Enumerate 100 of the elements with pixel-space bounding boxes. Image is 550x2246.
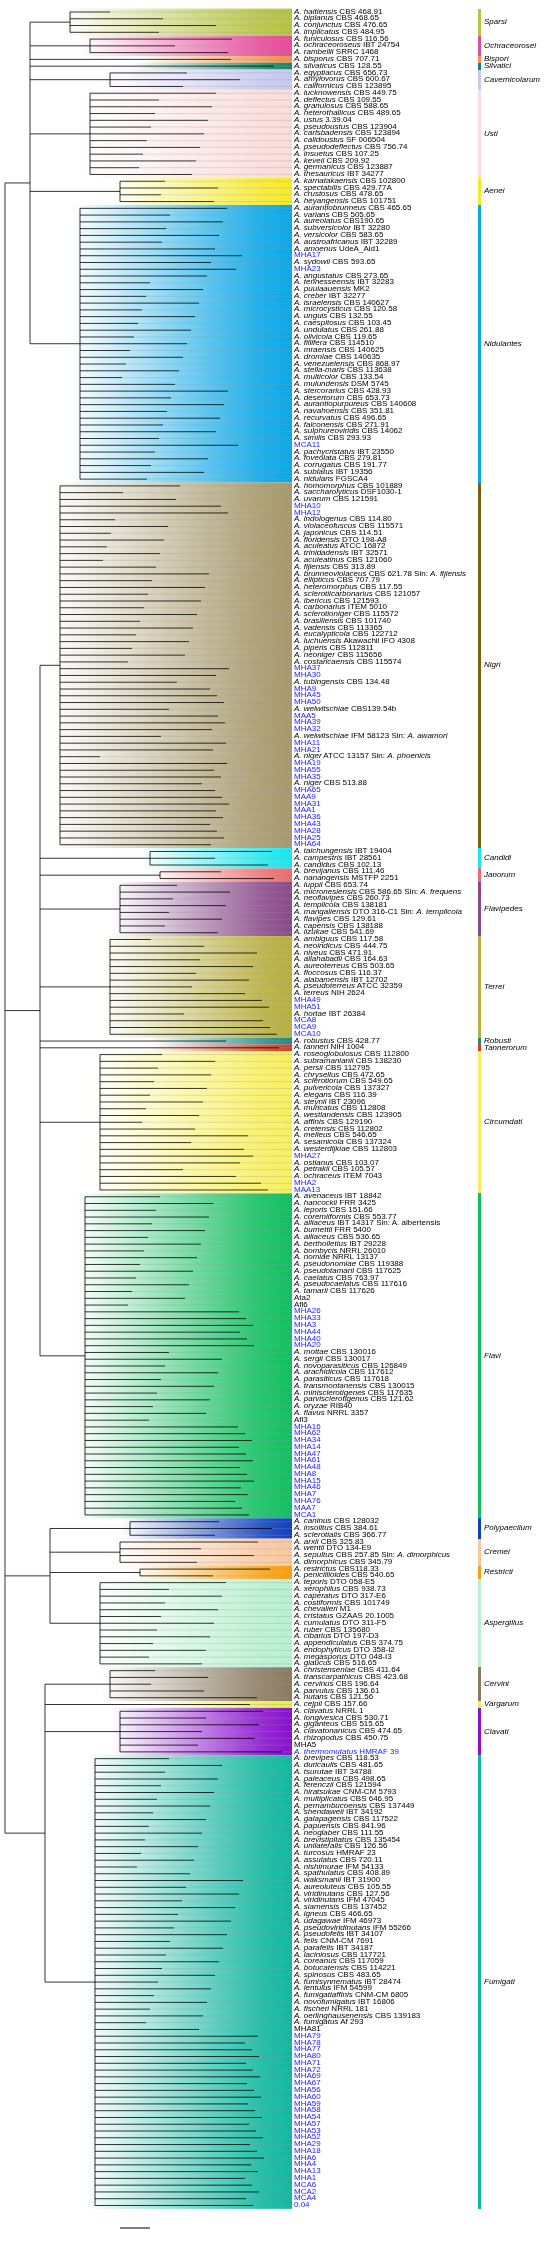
clade-name: Ochraceorosei: [484, 41, 537, 50]
taxon-label: MAA9: [294, 793, 316, 801]
taxon-label: A. aureoterreus CBS 503.65: [294, 963, 395, 970]
taxon-label: A. indologenus CBS 114.80: [294, 516, 392, 524]
taxon-label: A. capensis CBS 138188: [294, 922, 383, 930]
taxon-label: A. neoflavipes CBS 260.73: [294, 895, 390, 903]
taxon-label: A. insolitus CBS 384.61: [294, 1525, 379, 1532]
taxon-label: A. bombycis NRRL 26010: [294, 1247, 386, 1255]
taxon-label: A. affinis CBS 129190: [294, 1118, 373, 1126]
taxon-label: A. floccosus CBS 116.37: [294, 969, 382, 977]
clade-name: Tannerorum: [484, 1043, 527, 1052]
taxon-label: A. elegans CBS 116.39: [294, 1091, 377, 1099]
taxon-label: A. aureoluteus CBS 105.55: [294, 1883, 391, 1891]
taxon-label: A. parafelis IBT 34187: [294, 1944, 374, 1952]
taxon-label: A. similis CBS 293.93: [294, 435, 371, 442]
taxon-label: MCA2: [294, 2188, 317, 2196]
taxon-label: A. heyangensis CBS 101751: [294, 198, 397, 205]
taxon-label: MCA9: [294, 1024, 317, 1031]
taxon-label: A. tsurutae IBT 34788: [294, 1768, 372, 1776]
taxon-label: A. crustosus CBS 478.65: [294, 191, 384, 199]
taxon-label: A. persii CBS 112795: [294, 1064, 370, 1072]
clade-name: Aspergillus: [484, 1619, 524, 1628]
taxon-label: A. arxii CBS 325.83: [294, 1538, 364, 1546]
taxon-label: A. recurvatus CBS 496.65: [294, 414, 387, 422]
taxon-label: A. californicus CBS 123895: [294, 83, 392, 90]
taxon-label: A. flavipes CBS 129.61: [294, 915, 377, 923]
taxon-label: A. subramanianii CBS 138230: [294, 1057, 402, 1065]
taxon-label: A. cejpii CBS 157.66: [294, 1701, 368, 1708]
clade-name: Restricti: [484, 1568, 513, 1577]
taxon-label: A. pseudofelis IBT 34107: [294, 1931, 384, 1939]
clade-name: Candidi: [484, 854, 512, 863]
taxon-label: A. creber IBT 32277: [294, 292, 366, 300]
taxon-label: A. ferenczii CBS 121594: [294, 1782, 382, 1790]
taxon-label: MHA27: [294, 1152, 321, 1160]
taxon-label: MHA32: [294, 726, 321, 733]
taxon-label: A. transcarpathicus CBS 423.68: [294, 1674, 408, 1681]
taxon-label: A. brasiliensis CBS 101740: [294, 617, 391, 625]
taxon-label: A. felis CNM-CM 7691: [294, 1938, 374, 1945]
taxon-label: A. teporis DTO 058-E5: [294, 1579, 375, 1586]
taxon-label: A. parvisclerotigenus CBS 121.62: [294, 1396, 414, 1404]
taxon-label: A. haitiensis CBS 468.91: [294, 8, 383, 16]
taxon-label: A. sergii CBS 130017: [294, 1355, 371, 1363]
taxon-label: A. giganteus CBS 515.65: [294, 1721, 384, 1729]
taxon-label: A. pseudoustus CBS 123904: [294, 123, 397, 131]
taxon-label: A. caelatus CBS 763.97: [294, 1274, 379, 1282]
clade-name: Usti: [484, 129, 498, 138]
taxon-label: MHA45: [294, 692, 321, 700]
taxon-label: A. ostianus CBS 103.07: [294, 1159, 379, 1167]
taxon-label: MHA43: [294, 821, 321, 828]
taxon-label: MHA7: [294, 1491, 317, 1498]
taxon-label: A. avenaceus IBT 18842: [294, 1193, 382, 1201]
clade-name: Bispori: [484, 55, 509, 64]
taxon-label: MHA17: [294, 252, 321, 260]
taxon-label: A. subversicolor IBT 32280: [294, 225, 390, 232]
taxon-label: MHA23: [294, 265, 321, 273]
taxon-label: A. ibericus CBS 121593: [294, 597, 379, 605]
taxon-label: A. aurantiobrunneus CBS 465.65: [294, 204, 412, 212]
taxon-label: A. piperis CBS 112811: [294, 645, 374, 652]
taxon-label: A. niveus CBS 471.91: [294, 949, 373, 957]
taxon-label: MHA5: [294, 1741, 317, 1749]
taxon-label: MHA30: [294, 672, 321, 679]
taxon-label: A. niger ATCC 13157 Sin: A. phoenicis: [294, 753, 431, 761]
taxon-label: A. brunneoviolaceus CBS 621.78 Sin: A. fijiensis: [294, 570, 467, 578]
taxon-label: A. aculeatus ATCC 16872: [294, 543, 386, 551]
taxon-label: MHA51: [294, 1003, 321, 1011]
taxon-label: A. bertholletius IBT 29228: [294, 1240, 386, 1248]
taxon-label: A. ochraceoroseus IBT 24754: [294, 42, 400, 50]
taxon-label: A. welwitschiae IFM 58123 Sin: A. awamori: [294, 733, 448, 740]
clade-name: Flavipedes: [484, 905, 523, 913]
clade-name: Clavati: [484, 1727, 509, 1736]
taxon-label: A. fillifera CBS 114510: [294, 340, 374, 348]
taxon-label: A. corrugatus CBS 191.77: [294, 462, 387, 469]
taxon-label: MHA9: [294, 685, 317, 693]
taxon-label: A. sublatus IBT 19356: [294, 468, 373, 476]
taxon-label: A. pseudodeflectus CBS 756.74: [294, 144, 408, 151]
taxon-label: A. welwitschiae CBS139.54b: [294, 705, 397, 713]
taxon-label: MCA8: [294, 1017, 317, 1025]
taxon-label: MHA28: [294, 827, 321, 835]
taxon-label: A. sepultus CBS 257.85 Sin: A. dimorphicus: [294, 1552, 451, 1559]
taxon-label: MHA59: [294, 2100, 321, 2108]
taxon-label: MHA13: [294, 2168, 321, 2175]
taxon-label: A. sclerotiicarbonarius CBS 121057: [294, 590, 421, 598]
taxon-label: A. pseudonomiae CBS 119388: [294, 1261, 404, 1268]
taxon-label: A. cristatus GZAAS 20.1005: [294, 1613, 395, 1620]
taxon-label: A. viridinutans CBS 127.56: [294, 1890, 390, 1898]
taxon-label: A. melleus CBS 546.65: [294, 1132, 377, 1140]
clade-name: Flavi: [484, 1351, 501, 1360]
taxon-label: A. aculeatinus CBS 121060: [294, 557, 392, 564]
taxon-label: MHA8: [294, 1470, 317, 1478]
taxon-label: MHA29: [294, 2141, 321, 2148]
taxon-label: A. undulatus CBS 261.88: [294, 326, 384, 334]
taxon-label: MHA80: [294, 2053, 321, 2060]
taxon-label: MHA78: [294, 2039, 321, 2047]
taxon-label: MHA2: [294, 1179, 317, 1187]
taxon-label: MHA57: [294, 2120, 321, 2128]
taxon-label: MHA60: [294, 2093, 321, 2101]
taxon-label: A. luppii CBS 653.74: [294, 881, 368, 889]
clade-name: Aenei: [484, 187, 505, 196]
clade-name: Cavernicolarum: [484, 75, 541, 84]
clade-name: Nigri: [484, 661, 501, 670]
